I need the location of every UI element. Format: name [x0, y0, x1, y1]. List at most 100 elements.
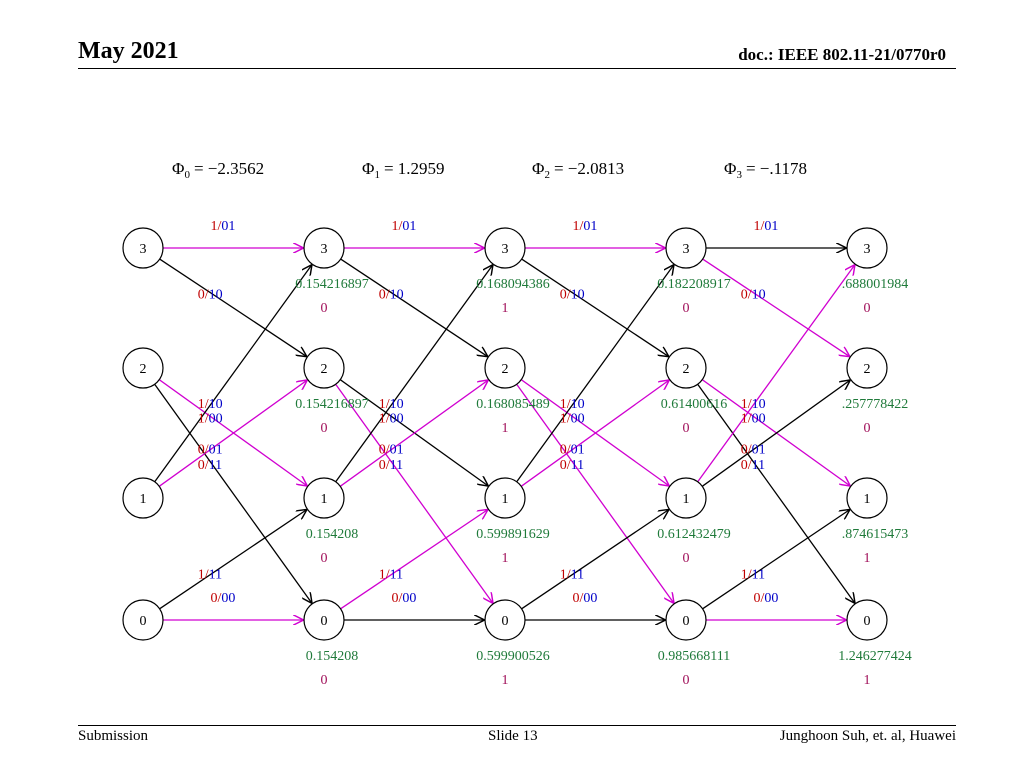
- footer-author: Junghoon Suh, et. al, Huawei: [779, 728, 956, 744]
- branch-output-bits: 00: [752, 411, 766, 426]
- path-metric-4-2: .257778422: [842, 397, 909, 412]
- survivor-bit-2-3: 1: [502, 301, 509, 316]
- branch-slash: /: [748, 288, 752, 303]
- branch-output-bits: 10: [390, 397, 404, 412]
- state-number: 0: [502, 614, 509, 629]
- state-circle: [303, 347, 345, 389]
- branch-output-bits: 01: [402, 219, 416, 234]
- state-node-1-3: 3: [303, 227, 345, 269]
- branch-output-bits: 00: [583, 591, 597, 606]
- state-number: 3: [321, 242, 328, 257]
- branch-label-0-3-2: 0/10: [198, 288, 223, 303]
- state-circle: [303, 477, 345, 519]
- branch-slash: /: [386, 288, 390, 303]
- survivor-bit-2-0: 1: [502, 673, 509, 688]
- state-node-0-0: 0: [122, 599, 164, 641]
- state-node-1-2: 2: [303, 347, 345, 389]
- branch-label-2-0-1: 1/11: [560, 568, 584, 583]
- survivor-bit-2-2: 1: [502, 421, 509, 436]
- branch-slash: /: [217, 591, 221, 606]
- branch-label-0-1-2: 0/01: [198, 443, 223, 458]
- branch-output-bits: 00: [390, 411, 404, 426]
- branch-input-bit: 0: [560, 288, 567, 303]
- branch-input-bit: 1: [560, 568, 567, 583]
- branch-output-bits: 10: [571, 288, 585, 303]
- path-metric-4-1: .874615473: [842, 527, 909, 542]
- state-node-2-1: 1: [484, 477, 526, 519]
- phase-value: = −2.0813: [554, 159, 624, 178]
- branch-input-bit: 1: [391, 219, 398, 234]
- state-number: 1: [683, 492, 690, 507]
- branch-label-0-2-0: 0/11: [198, 458, 222, 473]
- path-metric-3-0: 0.985668111: [658, 649, 730, 664]
- header-date: May 2021: [78, 38, 179, 64]
- branch-slash: /: [567, 288, 571, 303]
- branch-input-bit: 1: [741, 568, 748, 583]
- branch-slash: /: [567, 568, 571, 583]
- branch-input-bit: 1: [210, 219, 217, 234]
- branch-0-0-to-1: [159, 510, 307, 610]
- branch-output-bits: 10: [209, 288, 223, 303]
- branch-input-bit: 0: [198, 443, 205, 458]
- state-circle: [846, 599, 888, 641]
- branch-0-3-to-2: [159, 258, 307, 356]
- state-circle: [303, 599, 345, 641]
- branch-output-bits: 11: [209, 568, 222, 583]
- path-metric-1-0: 0.154208: [306, 649, 359, 664]
- survivor-bit-4-1: 1: [864, 551, 871, 566]
- branch-input-bit: 0: [379, 458, 386, 473]
- state-circle: [303, 227, 345, 269]
- state-circle: [665, 599, 707, 641]
- state-node-0-3: 3: [122, 227, 164, 269]
- survivor-bit-4-2: 0: [864, 421, 871, 436]
- branch-slash: /: [748, 397, 752, 412]
- branch-input-bit: 1: [560, 397, 567, 412]
- branch-slash: /: [205, 443, 209, 458]
- phase-symbol: Φ: [532, 159, 544, 178]
- branch-slash: /: [205, 568, 209, 583]
- branch-input-bit: 1: [560, 411, 567, 426]
- state-node-3-1: 1: [665, 477, 707, 519]
- phase-label-2: Φ2= −2.0813: [532, 159, 624, 181]
- state-number: 3: [864, 242, 871, 257]
- state-circle: [122, 599, 164, 641]
- branch-output-bits: 00: [402, 591, 416, 606]
- state-number: 3: [683, 242, 690, 257]
- state-circle: [122, 347, 164, 389]
- state-number: 2: [140, 362, 147, 377]
- branch-label-2-1-3: 1/10: [560, 397, 585, 412]
- branch-output-bits: 00: [209, 411, 223, 426]
- branch-slash: /: [205, 397, 209, 412]
- path-metric-2-2: 0.168085489: [476, 397, 550, 412]
- branch-input-bit: 0: [198, 288, 205, 303]
- state-circle: [484, 599, 526, 641]
- branch-output-bits: 00: [764, 591, 778, 606]
- branch-label-1-0-0: 0/00: [391, 591, 416, 606]
- state-node-3-3: 3: [665, 227, 707, 269]
- state-number: 2: [502, 362, 509, 377]
- branch-input-bit: 0: [198, 458, 205, 473]
- branch-slash: /: [748, 443, 752, 458]
- state-node-1-1: 1: [303, 477, 345, 519]
- branch-2-3-to-2: [521, 258, 669, 356]
- branch-slash: /: [567, 397, 571, 412]
- branch-label-2-2-1: 1/00: [560, 411, 585, 426]
- branch-label-2-3-2: 0/10: [560, 288, 585, 303]
- branch-output-bits: 10: [752, 288, 766, 303]
- branch-3-1-to-2: [701, 380, 850, 487]
- state-number: 1: [502, 492, 509, 507]
- footer-rule: [78, 725, 956, 726]
- branch-label-1-0-1: 1/11: [379, 568, 403, 583]
- survivor-bit-4-0: 1: [864, 673, 871, 688]
- branch-slash: /: [386, 411, 390, 426]
- state-number: 1: [864, 492, 871, 507]
- state-node-2-0: 0: [484, 599, 526, 641]
- survivor-bit-3-2: 0: [683, 421, 690, 436]
- branch-input-bit: 1: [379, 411, 386, 426]
- phase-label-0: Φ0= −2.3562: [172, 159, 264, 181]
- branch-2-2-to-0: [516, 383, 674, 603]
- branch-label-0-3-3: 1/01: [210, 219, 235, 234]
- branch-label-3-0-1: 1/11: [741, 568, 765, 583]
